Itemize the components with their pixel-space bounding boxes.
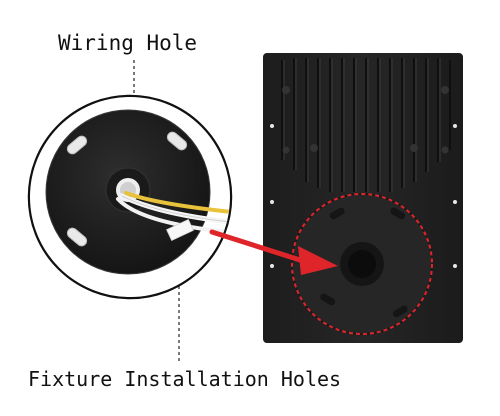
heat-sink-fins	[281, 58, 451, 192]
fixture-installation-holes-label: Fixture Installation Holes	[28, 367, 342, 391]
red-callout-arrow	[209, 229, 338, 275]
dashed-highlight-circle	[291, 193, 433, 335]
body-plate-slots	[320, 207, 408, 318]
housing-screw-holes	[270, 124, 457, 268]
fin-bosses	[282, 86, 449, 154]
fixture-back-view	[263, 53, 463, 343]
magnified-detail-view	[27, 94, 233, 300]
wires	[116, 191, 230, 234]
wiring-hole-label: Wiring Hole	[58, 31, 198, 55]
installation-slots	[66, 131, 188, 247]
wire-label-tag	[166, 218, 194, 242]
